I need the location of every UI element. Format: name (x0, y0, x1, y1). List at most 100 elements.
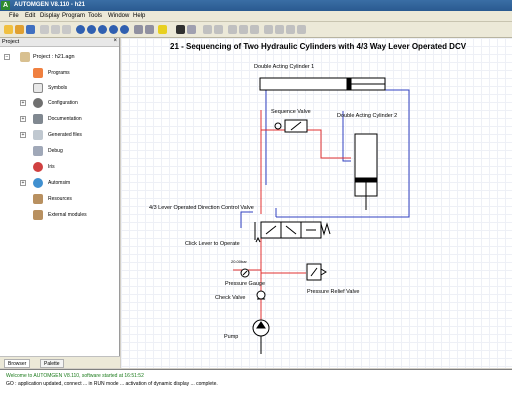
tree-item-label: External modules (48, 212, 87, 218)
panel-title: Project (2, 39, 20, 45)
grid-icon[interactable] (214, 25, 223, 34)
tree-item-label: Programs (48, 70, 70, 76)
pressure-relief-valve (306, 263, 327, 281)
external-modules-icon (33, 210, 43, 220)
close-icon[interactable]: × (113, 38, 117, 44)
cut-icon[interactable] (40, 25, 49, 34)
tree-root[interactable]: − Project : h21.agn (0, 51, 120, 63)
print-icon[interactable] (286, 25, 295, 34)
tab-palette[interactable]: Palette (40, 359, 64, 368)
direction-control-valve (254, 221, 331, 243)
menu-tools[interactable]: Tools (88, 13, 103, 19)
hydraulic-circuit (233, 77, 410, 354)
tree-item-symbols[interactable]: Symbols (0, 82, 120, 94)
help-icon[interactable] (250, 25, 259, 34)
compile-icon[interactable] (134, 25, 143, 34)
build-icon[interactable] (145, 25, 154, 34)
tree-item-debug[interactable]: Debug (0, 145, 120, 157)
configuration-icon (33, 98, 43, 108)
label-cylinder-2: Double Acting Cylinder 2 (337, 113, 398, 119)
menu-display[interactable]: Display (40, 13, 60, 19)
menu-window[interactable]: Window (108, 13, 130, 19)
expand-icon[interactable]: + (20, 180, 26, 186)
tree-item-documentation[interactable]: + Documentation (0, 113, 120, 125)
unlink-icon[interactable] (239, 25, 248, 34)
menu-program[interactable]: Program (62, 13, 86, 19)
tree-item-iris[interactable]: Iris (0, 161, 120, 173)
menu-edit[interactable]: Edit (25, 13, 36, 19)
console-panel: Welcome to AUTOMGEN V8.110, software sta… (0, 369, 512, 408)
save-icon[interactable] (26, 25, 35, 34)
debug-icon (33, 146, 43, 156)
paste-icon[interactable] (62, 25, 71, 34)
link-icon[interactable] (228, 25, 237, 34)
label-dcv: 4/3 Lever Operated Direction Control Val… (149, 205, 254, 211)
tree-item-label: Iris (48, 164, 55, 170)
check-valve (256, 290, 266, 300)
label-cylinder-1: Double Acting Cylinder 1 (254, 64, 315, 70)
project-panel: Project × − Project : h21.agn Programs S… (0, 38, 120, 368)
go-icon[interactable] (158, 25, 167, 34)
tree-root-label: Project : h21.agn (33, 54, 75, 60)
toolbar (0, 22, 512, 38)
window-title: AUTOMGEN V8.110 - h21 (14, 2, 85, 8)
stop-icon[interactable] (176, 25, 185, 34)
pump (252, 319, 270, 354)
tree-item-label: Automsim (48, 180, 71, 186)
collapse-icon[interactable]: − (4, 54, 10, 60)
info-icon[interactable] (297, 25, 306, 34)
settings-icon[interactable] (264, 25, 273, 34)
copy-icon[interactable] (51, 25, 60, 34)
label-click-lever[interactable]: Click Lever to Operate (185, 241, 240, 247)
tree-item-label: Symbols (48, 85, 68, 91)
label-pressure-gauge: Pressure Gauge (225, 281, 266, 287)
down-icon[interactable] (109, 25, 118, 34)
expand-icon[interactable]: + (20, 116, 26, 122)
panel-tabs: Browser Palette (0, 356, 120, 368)
automsim-icon (33, 178, 43, 188)
panel-header: Project × (0, 38, 119, 47)
project-icon (20, 52, 30, 62)
new-file-icon[interactable] (4, 25, 13, 34)
window-icon[interactable] (275, 25, 284, 34)
zoom-icon[interactable] (203, 25, 212, 34)
tree-item-resources[interactable]: Resources (0, 193, 120, 205)
expand-icon[interactable]: + (20, 132, 26, 138)
step-icon[interactable] (187, 25, 196, 34)
documentation-icon (33, 114, 43, 124)
tree-item-label: Generated files (48, 132, 82, 138)
console-line-welcome: Welcome to AUTOMGEN V8.110, software sta… (6, 373, 144, 379)
tab-browser[interactable]: Browser (4, 359, 31, 368)
app-logo-icon: A (1, 1, 10, 10)
title-bar: A AUTOMGEN V8.110 - h21 (0, 0, 512, 11)
tree-item-generated-files[interactable]: + Generated files (0, 129, 120, 141)
open-folder-icon[interactable] (15, 25, 24, 34)
pressure-value: 20.00bar (231, 259, 247, 264)
refresh-icon[interactable] (120, 25, 129, 34)
tree-item-programs[interactable]: Programs (0, 67, 120, 79)
back-icon[interactable] (76, 25, 85, 34)
expand-icon[interactable]: + (20, 100, 26, 106)
menu-bar: File Edit Display Program Tools Window H… (0, 11, 512, 22)
pressure-gauge (240, 268, 250, 278)
cylinder-1 (259, 77, 386, 91)
label-pump: Pump (224, 334, 239, 340)
tree-item-automsim[interactable]: + Automsim (0, 177, 120, 189)
tree-item-configuration[interactable]: + Configuration (0, 97, 120, 109)
diagram-title: 21 - Sequencing of Two Hydraulic Cylinde… (170, 42, 467, 51)
cylinder-2 (354, 133, 378, 210)
tree-item-external-modules[interactable]: External modules (0, 209, 120, 221)
forward-icon[interactable] (87, 25, 96, 34)
sequence-valve (274, 119, 308, 133)
menu-help[interactable]: Help (133, 13, 146, 19)
symbols-icon (33, 83, 43, 93)
up-icon[interactable] (98, 25, 107, 34)
tree-item-label: Debug (48, 148, 63, 154)
menu-file[interactable]: File (9, 13, 19, 19)
diagram-canvas[interactable]: 21 - Sequencing of Two Hydraulic Cylinde… (121, 38, 512, 368)
console-line-status: GO : application updated, connect ... in… (6, 381, 218, 387)
programs-icon (33, 68, 43, 78)
label-check-valve: Check Valve (215, 295, 246, 301)
tree-item-label: Documentation (48, 116, 82, 122)
resources-icon (33, 194, 43, 204)
